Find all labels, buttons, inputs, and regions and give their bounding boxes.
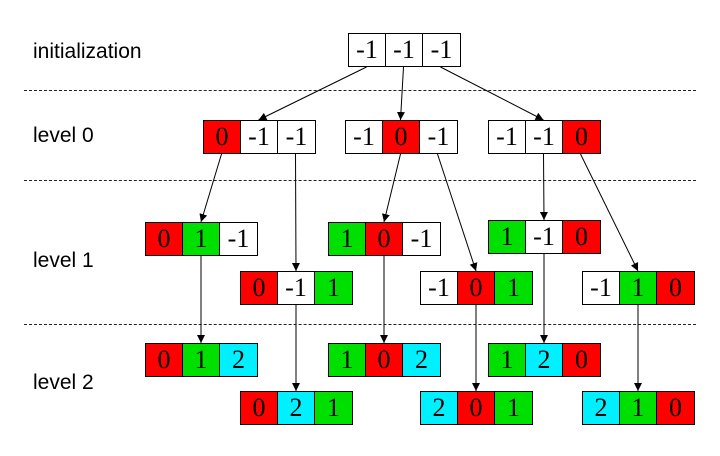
node-cell: -1 [423,34,460,66]
node-cell: -1 [421,272,458,304]
edge-init-to-l0-c [440,66,544,121]
node-cell: -1 [420,121,457,153]
edge-l0-c-to-l1-c2 [580,153,639,272]
node-cell: 0 [241,272,278,304]
level-label-0: level 0 [33,124,94,147]
node-cell: 0 [146,344,183,376]
edge-l0-b-to-l1-b2 [437,153,478,272]
node-cell: 2 [421,392,458,424]
node-cell: -1 [526,221,563,253]
node-cell: 1 [329,344,366,376]
node-cell: 1 [315,272,352,304]
node-cell: 1 [620,272,657,304]
node-cell: 0 [563,344,600,376]
node-cell: 1 [315,392,352,424]
node-cell: 2 [526,344,563,376]
edge-init-to-l0-a [258,66,367,121]
node-cell: 1 [183,344,220,376]
node-cell: 0 [366,223,403,255]
node-cell: -1 [583,272,620,304]
node-cell: 1 [183,223,220,255]
node-cell: 2 [220,344,257,376]
node-cell: 0 [657,272,694,304]
node-cell: 0 [563,221,600,253]
node-cell: 0 [458,392,495,424]
node-cell: 1 [620,392,657,424]
node-cell: 2 [278,392,315,424]
node-cell: -1 [349,34,386,66]
node-cell: -1 [241,121,278,153]
node-cell: -1 [386,34,423,66]
node-cell: 2 [583,392,620,424]
node-cell: 0 [458,272,495,304]
node-cell: 1 [329,223,366,255]
level-label-2: level 2 [33,371,94,394]
node-init: -1-1-1 [348,33,461,67]
node-cell: 0 [241,392,278,424]
node-cell: 1 [495,272,532,304]
node-cell: 1 [495,392,532,424]
node-cell: -1 [489,121,526,153]
node-cell: -1 [278,272,315,304]
node-cell: -1 [526,121,563,153]
node-cell: -1 [278,121,315,153]
node-cell: 0 [657,392,694,424]
separator-line [24,90,696,91]
node-cell: -1 [403,223,440,255]
node-cell: 0 [563,121,600,153]
node-cell: 0 [146,223,183,255]
separator-line [24,180,696,181]
edge-l0-c-to-l1-c1 [539,153,548,221]
node-cell: 0 [366,344,403,376]
level-label-1: level 1 [33,249,94,272]
node-cell: 2 [403,344,440,376]
node-cell: 0 [383,121,420,153]
edge-l0-a-to-l1-a1 [199,153,222,223]
node-cell: -1 [346,121,383,153]
node-cell: 1 [489,221,526,253]
separator-line [24,324,696,325]
edge-init-to-l0-b [396,66,405,121]
node-l0-a: 0-1-1 [203,120,316,154]
node-cell: -1 [220,223,257,255]
node-cell: 1 [489,344,526,376]
level-label-initialization: initialization [33,40,142,63]
edge-l0-a-to-l1-a2 [291,153,300,272]
edge-l0-b-to-l1-b1 [381,153,401,223]
node-cell: 0 [204,121,241,153]
